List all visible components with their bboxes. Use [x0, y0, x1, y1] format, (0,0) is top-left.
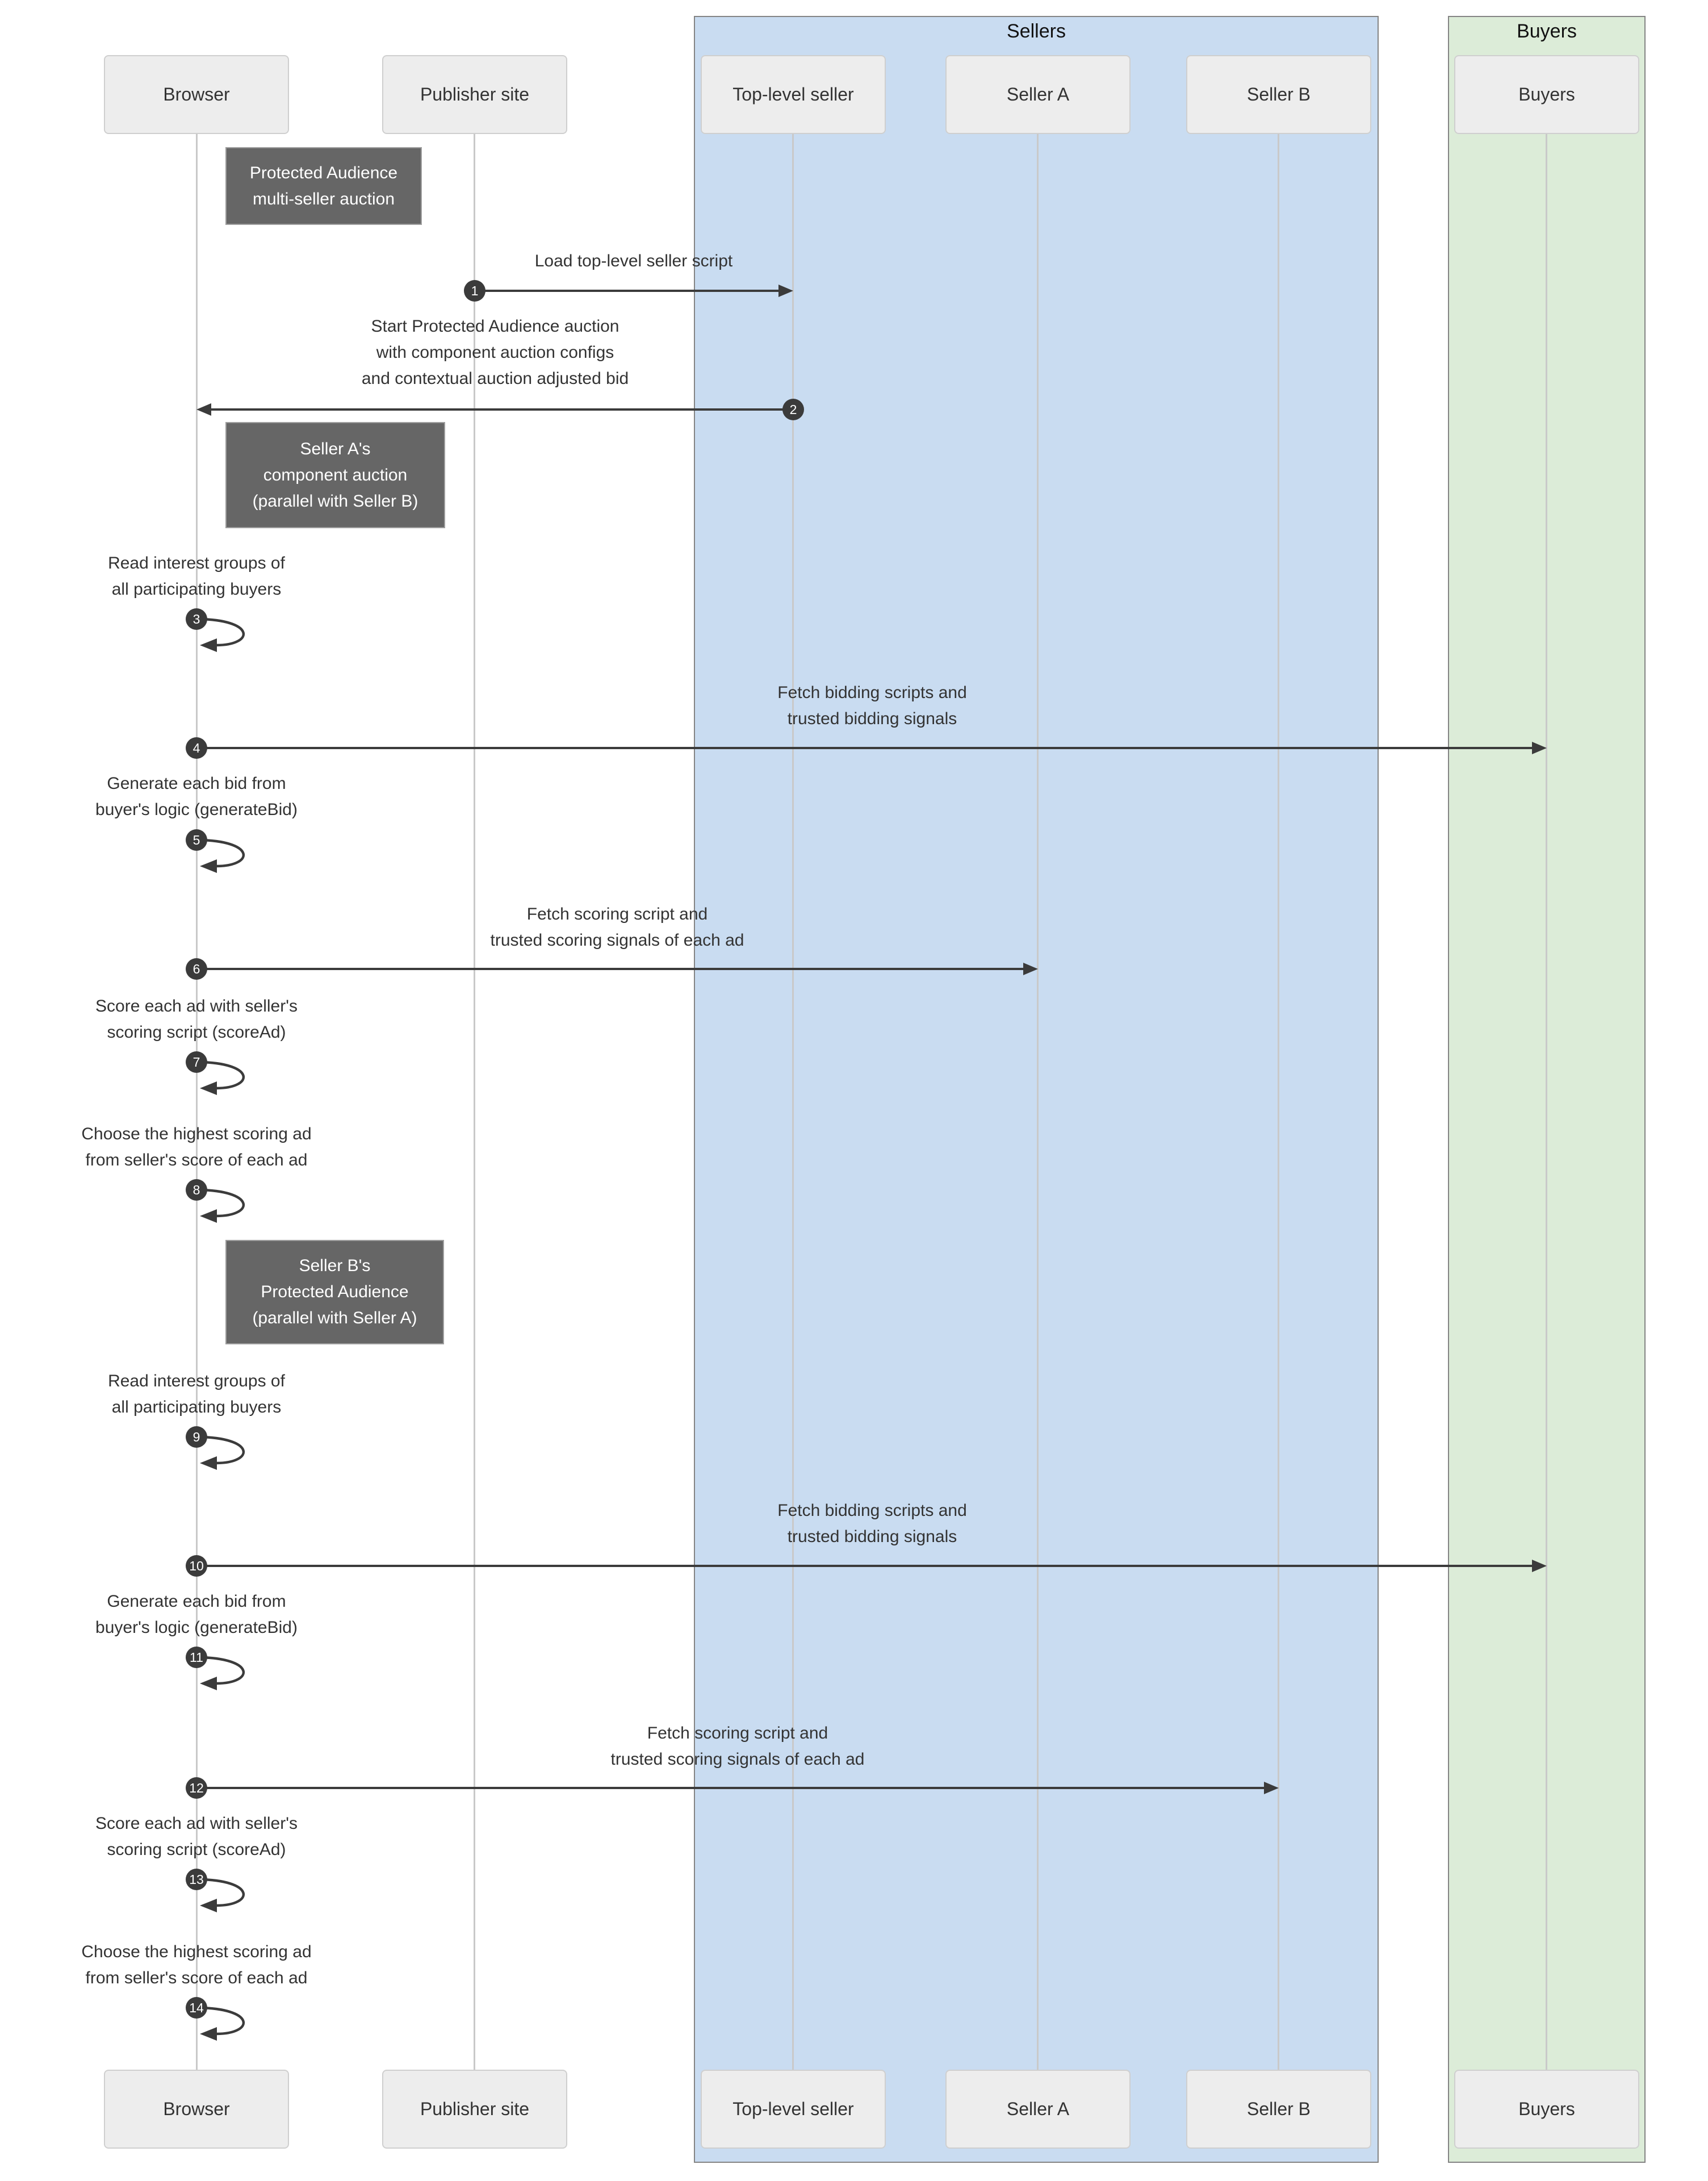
participant-top-level-seller-top: Top-level seller	[701, 55, 886, 134]
message-2-label: Start Protected Audience auction with co…	[361, 317, 629, 388]
message-5-badge: 5	[186, 829, 207, 851]
message-11-self-arrow-icon	[196, 1656, 245, 1690]
lifeline-top-level-seller	[792, 134, 794, 2070]
lifeline-seller-a	[1037, 134, 1039, 2070]
participant-top-level-seller-bottom: Top-level seller	[701, 2070, 886, 2149]
message-3-label: Read interest groups of all participatin…	[108, 554, 285, 599]
lifeline-browser	[196, 134, 198, 2070]
message-12-label: Fetch scoring script and trusted scoring…	[610, 1724, 865, 1769]
message-10-badge: 10	[186, 1555, 207, 1577]
group-sellers	[694, 16, 1379, 2163]
participant-seller-a-top: Seller A	[945, 55, 1131, 134]
arrowhead-right-icon	[1023, 963, 1038, 975]
message-4-label: Fetch bidding scripts and trusted biddin…	[777, 683, 967, 728]
arrowhead-right-icon	[778, 285, 793, 297]
message-1-badge: 1	[464, 280, 485, 302]
message-10-label: Fetch bidding scripts and trusted biddin…	[777, 1501, 967, 1546]
message-6-label: Fetch scoring script and trusted scoring…	[490, 905, 744, 950]
message-4-arrow	[196, 742, 1547, 754]
message-14-badge: 14	[186, 1997, 207, 2019]
note-seller-b-protected-audience: Seller B's Protected Audience (parallel …	[225, 1240, 444, 1344]
message-14-self-arrow-icon	[196, 2006, 245, 2041]
group-buyers-label: Buyers	[1517, 20, 1577, 42]
note-seller-a-component-auction: Seller A's component auction (parallel w…	[225, 422, 445, 528]
message-12-arrow	[196, 1782, 1279, 1794]
note-multi-seller-auction: Protected Audience multi-seller auction	[225, 147, 422, 225]
message-2-arrow	[196, 403, 793, 416]
message-6-badge: 6	[186, 958, 207, 980]
participant-publisher-top: Publisher site	[382, 55, 567, 134]
message-1-arrow	[475, 285, 793, 297]
message-5-self-arrow-icon	[196, 838, 245, 873]
participant-seller-a-bottom: Seller A	[945, 2070, 1131, 2149]
message-14-label: Choose the highest scoring ad from selle…	[81, 1942, 312, 1987]
message-7-self-arrow-icon	[196, 1060, 245, 1095]
participant-seller-b-bottom: Seller B	[1186, 2070, 1371, 2149]
message-7-label: Score each ad with seller's scoring scri…	[95, 997, 298, 1042]
participant-seller-b-top: Seller B	[1186, 55, 1371, 134]
message-3-self-arrow-icon	[196, 617, 245, 652]
message-12-badge: 12	[186, 1777, 207, 1799]
message-3-badge: 3	[186, 608, 207, 630]
participant-buyers-bottom: Buyers	[1454, 2070, 1639, 2149]
message-9-label: Read interest groups of all participatin…	[108, 1372, 285, 1417]
arrowhead-right-icon	[1532, 742, 1547, 754]
message-13-self-arrow-icon	[196, 1878, 245, 1912]
participant-buyers-top: Buyers	[1454, 55, 1639, 134]
message-8-badge: 8	[186, 1179, 207, 1201]
message-7-badge: 7	[186, 1051, 207, 1073]
message-8-self-arrow-icon	[196, 1188, 245, 1223]
arrowhead-right-icon	[1264, 1782, 1279, 1794]
group-sellers-label: Sellers	[1007, 20, 1066, 42]
participant-publisher-bottom: Publisher site	[382, 2070, 567, 2149]
message-5-label: Generate each bid from buyer's logic (ge…	[95, 774, 298, 819]
message-8-label: Choose the highest scoring ad from selle…	[81, 1125, 312, 1169]
arrowhead-right-icon	[1532, 1560, 1547, 1572]
arrowhead-left-icon	[196, 403, 211, 416]
message-9-self-arrow-icon	[196, 1435, 245, 1470]
lifeline-publisher	[474, 134, 475, 2070]
lifeline-seller-b	[1278, 134, 1279, 2070]
message-10-arrow	[196, 1560, 1547, 1572]
participant-browser-top: Browser	[104, 55, 289, 134]
message-6-arrow	[196, 963, 1038, 975]
message-11-label: Generate each bid from buyer's logic (ge…	[95, 1592, 298, 1637]
message-13-label: Score each ad with seller's scoring scri…	[95, 1814, 298, 1859]
message-4-badge: 4	[186, 737, 207, 759]
message-9-badge: 9	[186, 1426, 207, 1448]
message-13-badge: 13	[186, 1869, 207, 1890]
message-2-badge: 2	[782, 399, 804, 420]
message-11-badge: 11	[186, 1647, 207, 1668]
message-1-label: Load top-level seller script	[534, 252, 733, 270]
participant-browser-bottom: Browser	[104, 2070, 289, 2149]
lifeline-buyers	[1546, 134, 1547, 2070]
